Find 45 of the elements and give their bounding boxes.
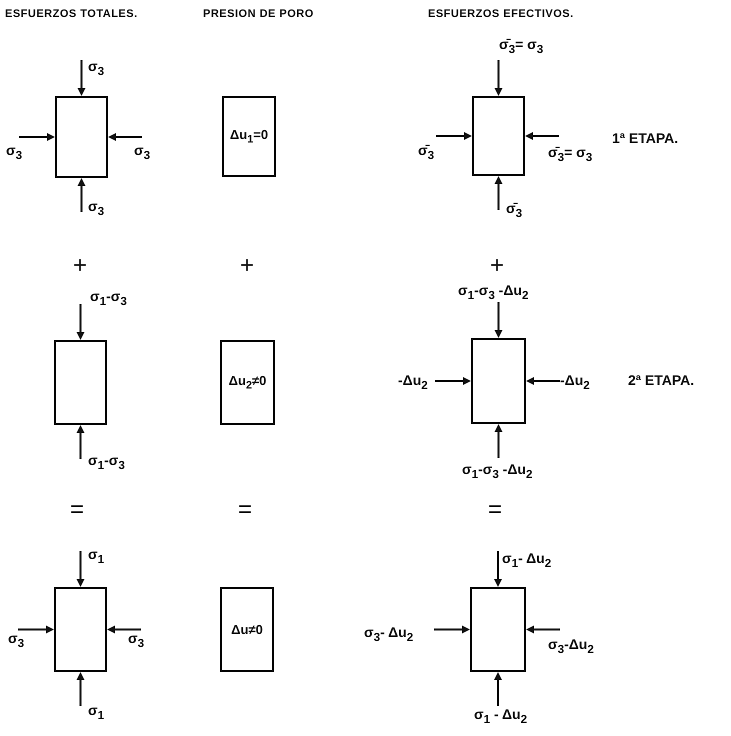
stress-label: σ$_{1}$ - Δu$_{2}$	[474, 706, 528, 726]
soil-element-box	[54, 340, 107, 425]
stress-label: σ$_{1}$-σ$_{3}$ -Δu$_{2}$	[458, 282, 528, 302]
stress-label: σ$_{3}$	[88, 198, 104, 218]
stress-label: σ̄$_{3}$	[506, 200, 522, 220]
stress-label: σ$_{3}$	[8, 630, 24, 650]
stress-label: σ$_{1}$	[88, 702, 104, 722]
pore-pressure-box	[222, 96, 276, 177]
stress-label: σ$_{1}$- Δu$_{2}$	[502, 550, 552, 570]
soil-element-box	[472, 96, 525, 176]
plus-sign: +	[490, 252, 504, 280]
stress-label: σ$_{1}$-σ$_{3}$	[90, 288, 127, 308]
stress-label: σ$_{1}$	[88, 546, 104, 566]
stress-label: σ̄$_{3}$= σ$_{3}$	[499, 36, 544, 56]
column-heading: ESFUERZOS TOTALES.	[5, 8, 138, 20]
soil-element-box	[55, 96, 108, 178]
plus-sign: +	[240, 252, 254, 280]
stress-label: σ$_{3}$	[134, 142, 150, 162]
stress-label: σ$_{1}$-σ$_{3}$ -Δu$_{2}$	[462, 461, 532, 481]
stress-label: -Δu$_{2}$	[398, 372, 428, 392]
stress-label: σ$_{3}$	[88, 58, 104, 78]
stress-label: σ$_{3}$-Δu$_{2}$	[548, 636, 594, 656]
stress-label: σ$_{1}$-σ$_{3}$	[88, 452, 125, 472]
pore-pressure-box	[220, 340, 275, 425]
soil-element-box	[470, 587, 526, 672]
column-heading: PRESION DE PORO	[203, 8, 314, 20]
equals-sign: =	[488, 496, 502, 524]
column-heading: ESFUERZOS EFECTIVOS.	[428, 8, 574, 20]
stage-label: 1ª ETAPA.	[612, 130, 678, 146]
stage-label: 2ª ETAPA.	[628, 372, 694, 388]
soil-element-box	[54, 587, 107, 672]
pore-pressure-label: Δu$_{1}$=0	[230, 127, 268, 146]
pore-pressure-label: Δu$_{2}$≠0	[228, 373, 266, 392]
equals-sign: =	[238, 496, 252, 524]
stress-label: σ$_{3}$- Δu$_{2}$	[364, 624, 414, 644]
stress-label: σ̄$_{3}$	[418, 142, 434, 162]
stress-label: σ$_{3}$	[6, 142, 22, 162]
stress-label: -Δu$_{2}$	[560, 372, 590, 392]
pore-pressure-label: Δu≠0	[231, 622, 263, 637]
stress-label: σ̄$_{3}$= σ$_{3}$	[548, 144, 592, 164]
pore-pressure-box	[220, 587, 274, 672]
stress-label: σ$_{3}$	[128, 630, 144, 650]
plus-sign: +	[73, 252, 88, 280]
equals-sign: =	[70, 496, 84, 524]
soil-element-box	[471, 338, 526, 424]
